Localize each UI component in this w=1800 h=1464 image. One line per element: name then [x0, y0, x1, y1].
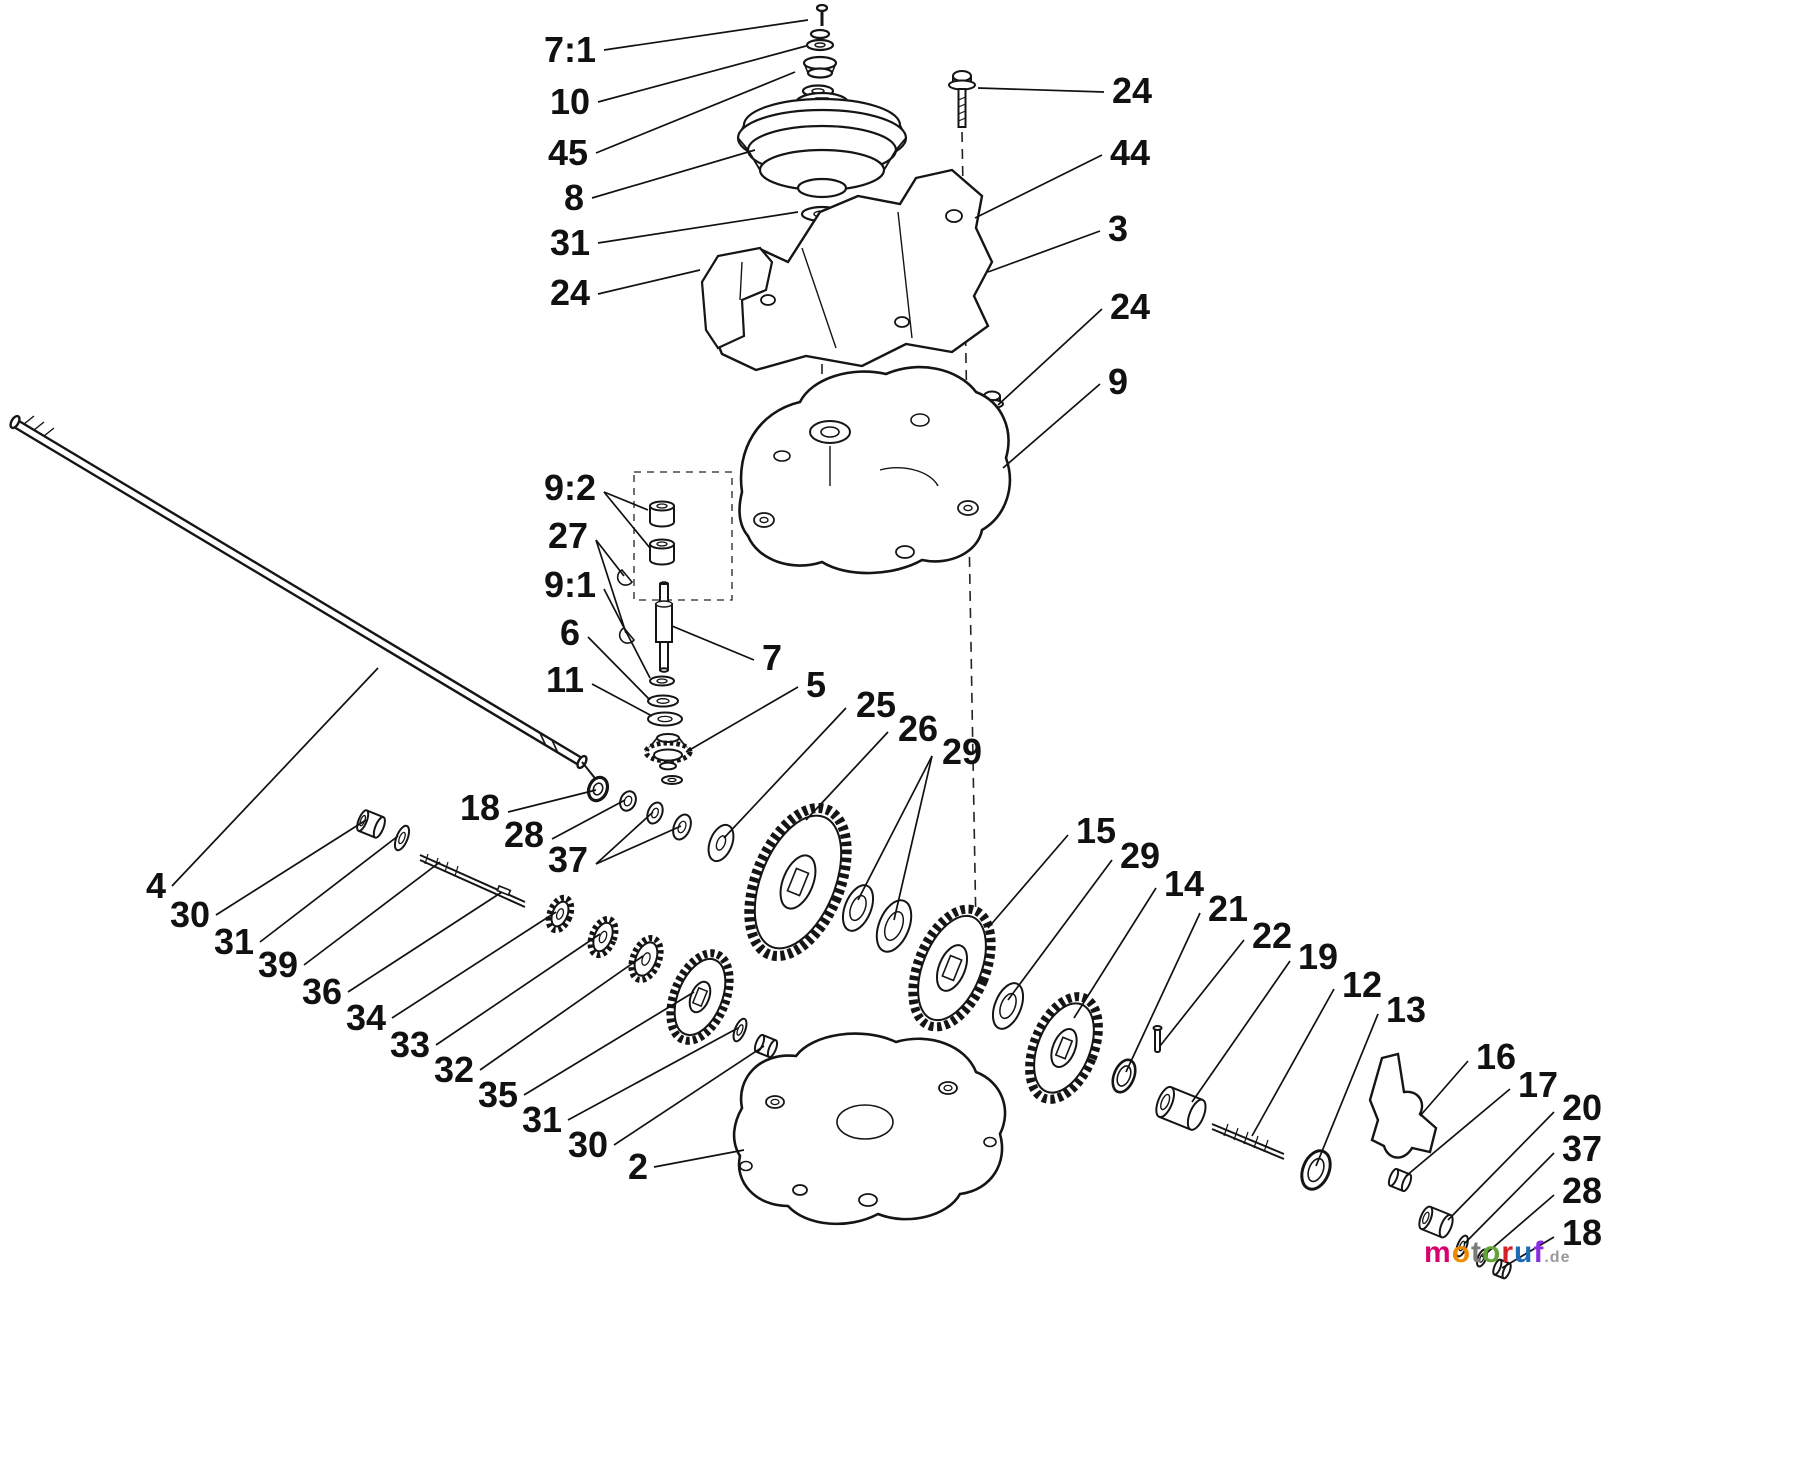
callout-label: 33 [390, 1024, 430, 1065]
flange-bolt-top [948, 70, 976, 128]
callout-label: 31 [550, 222, 590, 263]
callout-label: 24 [1112, 70, 1152, 111]
watermark-letter: o [1451, 1236, 1472, 1269]
callout-label: 21 [1208, 888, 1248, 929]
callout-label: 7:1 [544, 29, 596, 70]
callout-label: 29 [942, 731, 982, 772]
callout-label: 18 [1562, 1212, 1602, 1253]
callout-label: 20 [1562, 1087, 1602, 1128]
callout-label: 9:1 [544, 564, 596, 605]
callout-label: 25 [856, 684, 896, 725]
watermark-letter: t [1471, 1236, 1483, 1269]
lower-housing [732, 1032, 1007, 1226]
callout-labels: 7:1 10 45 8 31 24 24 44 3 24 9 9:2 27 9:… [146, 29, 1602, 1253]
callout-label: 22 [1252, 915, 1292, 956]
callout-label: 34 [346, 997, 386, 1038]
pinion-shaft-stack [616, 500, 693, 785]
watermark-letter: f [1533, 1236, 1545, 1269]
callout-label: 17 [1518, 1064, 1558, 1105]
callout-label: 8 [564, 177, 584, 218]
watermark-letter: r [1501, 1236, 1515, 1269]
callout-label: 18 [460, 787, 500, 828]
watermark-suffix: .de [1544, 1249, 1571, 1266]
callout-label: 4 [146, 865, 166, 906]
callout-label: 29 [1120, 835, 1160, 876]
pin-22 [1152, 1025, 1163, 1053]
callout-label: 16 [1476, 1036, 1516, 1077]
watermark-letter: m [1424, 1236, 1452, 1269]
callout-label: 7 [762, 637, 782, 678]
callout-label: 31 [522, 1099, 562, 1140]
callout-label: 9 [1108, 361, 1128, 402]
callout-label: 30 [568, 1124, 608, 1165]
callout-label: 24 [1110, 286, 1150, 327]
small-bracket [700, 246, 774, 350]
leader-lines [171, 19, 1555, 1269]
gear-train [356, 775, 1512, 1280]
callout-label: 2 [628, 1146, 648, 1187]
callout-label: 35 [478, 1074, 518, 1115]
mounting-bracket [710, 168, 994, 372]
callout-label: 27 [548, 515, 588, 556]
callout-label: 28 [1562, 1170, 1602, 1211]
shift-fork [1368, 1052, 1438, 1159]
callout-label: 5 [806, 664, 826, 705]
watermark-letter: o [1482, 1236, 1502, 1269]
callout-label: 12 [1342, 964, 1382, 1005]
axle-shaft [9, 414, 599, 783]
callout-label: 37 [548, 839, 588, 880]
callout-label: 37 [1562, 1128, 1602, 1169]
callout-label: 3 [1108, 208, 1128, 249]
callout-label: 39 [258, 944, 298, 985]
callout-label: 13 [1386, 989, 1426, 1030]
callout-label: 30 [170, 894, 210, 935]
callout-label: 44 [1110, 132, 1150, 173]
callout-label: 9:2 [544, 467, 596, 508]
callout-label: 19 [1298, 936, 1338, 977]
callout-label: 14 [1164, 863, 1204, 904]
callout-label: 32 [434, 1049, 474, 1090]
callout-label: 31 [214, 921, 254, 962]
callout-label: 6 [560, 612, 580, 653]
callout-label: 36 [302, 971, 342, 1012]
callout-label: 11 [546, 659, 584, 700]
callout-label: 28 [504, 814, 544, 855]
shift-rod [1211, 1123, 1285, 1160]
upper-housing [738, 365, 1012, 575]
watermark-brand: motoruf [1424, 1236, 1544, 1269]
watermark: motoruf.de [1424, 1236, 1570, 1270]
callout-label: 24 [550, 272, 590, 313]
callout-label: 15 [1076, 810, 1116, 851]
callout-label: 26 [898, 708, 938, 749]
callout-label: 45 [548, 132, 588, 173]
pulley-assembly [736, 3, 908, 223]
watermark-letter: u [1514, 1236, 1534, 1269]
callout-label: 10 [550, 81, 590, 122]
